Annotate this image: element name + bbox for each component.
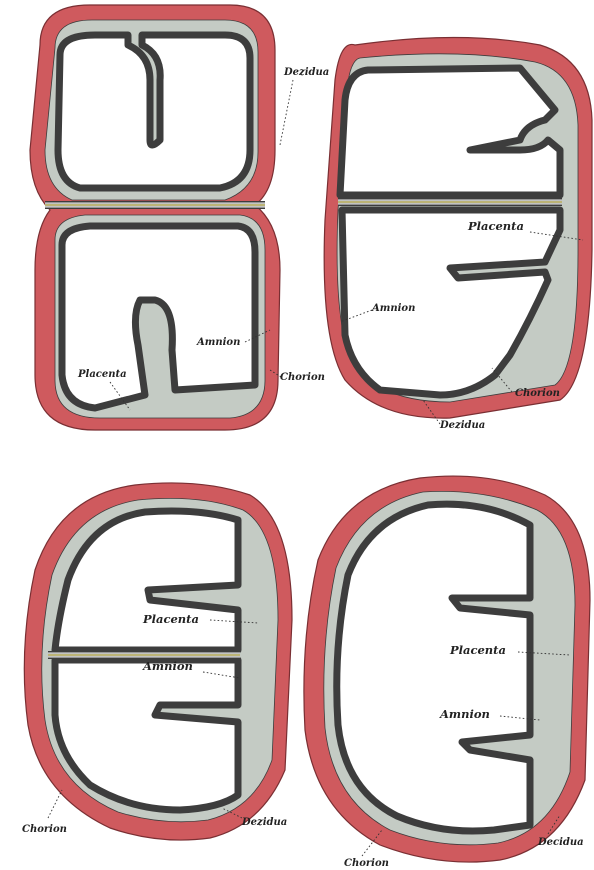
panel-4 [304, 476, 590, 862]
panel-1 [30, 5, 280, 430]
panel-2 [324, 38, 592, 419]
panel-4-decidua-label: Decidua [537, 837, 584, 848]
panel-2-placenta-label: Placenta [467, 219, 524, 233]
panel-3-decidua-label: Dezidua [241, 817, 287, 828]
panel-1-placenta-label: Placenta [77, 369, 127, 380]
panel-2-chorion-label: Chorion [515, 388, 560, 399]
panel-4-chorion-label: Chorion [344, 858, 389, 869]
panel-4-amnion-label: Amnion [439, 707, 490, 721]
panel-3-chorion-label: Chorion [22, 824, 67, 835]
panel-3-amnion-label: Amnion [142, 659, 193, 673]
panel-3-placenta-label: Placenta [142, 612, 199, 626]
panel-1-chorion-label: Chorion [280, 372, 325, 383]
panel-1-amnion-label: Amnion [196, 337, 240, 348]
panel-3-chorion-leader [48, 790, 62, 818]
panel-1-decidua-label: Dezidua [283, 67, 329, 78]
panel-2-amnion-label: Amnion [371, 303, 415, 314]
panel-1-decidua-leader [280, 80, 293, 145]
panel-2-decidua-label: Dezidua [439, 420, 485, 431]
panel-4-placenta-label: Placenta [449, 643, 506, 657]
amnion-cavity [337, 504, 530, 831]
